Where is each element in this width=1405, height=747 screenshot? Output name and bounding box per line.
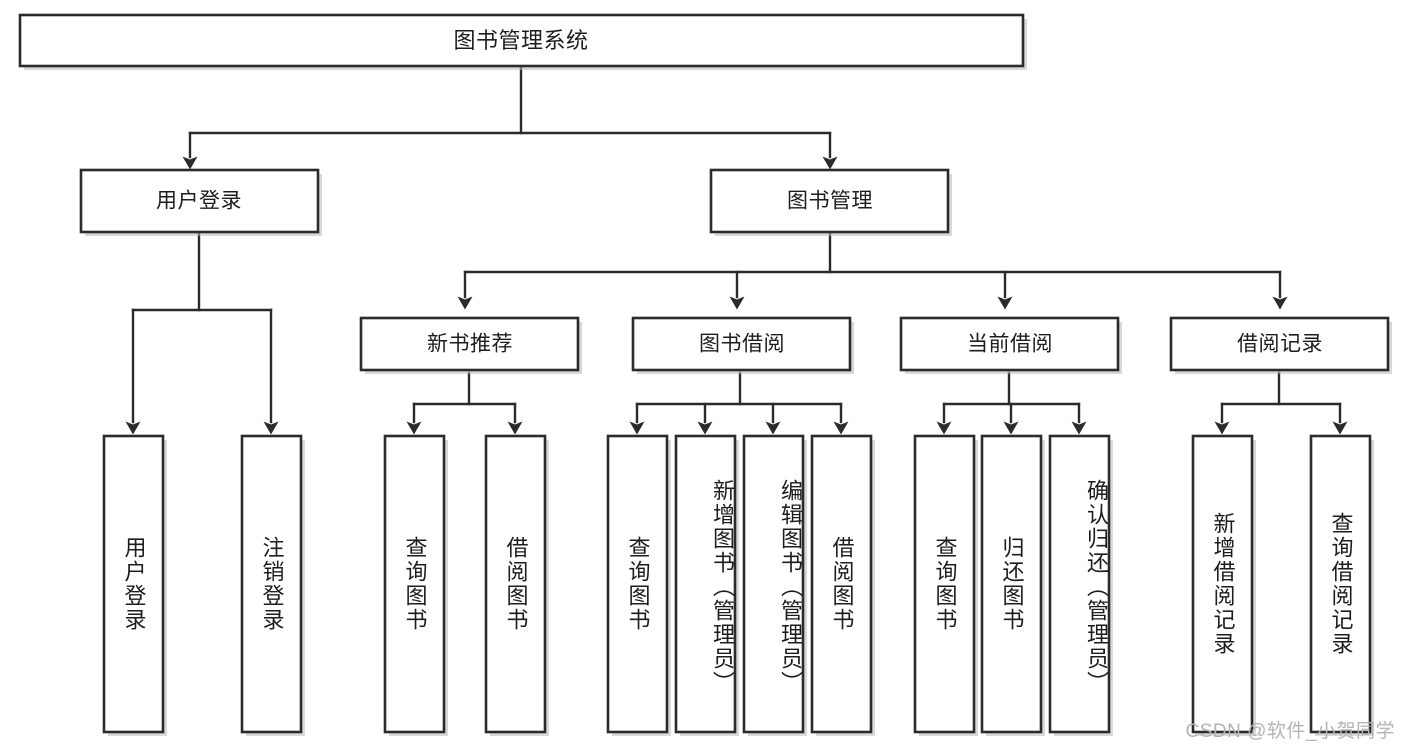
csdn-watermark: CSDN @软件_小贺同学 [1185, 721, 1395, 742]
leaf-user-login[interactable] [102, 434, 167, 736]
node-book-manage[interactable]: 图书管理 [709, 168, 952, 236]
node-new-book-rec[interactable]: 新书推荐 [359, 316, 582, 374]
node-book-manage-label: 图书管理 [787, 190, 873, 213]
leaf-logout-box[interactable] [240, 434, 303, 734]
leaf-query-record[interactable] [1309, 434, 1374, 736]
node-book-borrow[interactable]: 图书借阅 [631, 316, 854, 374]
connector-group-book-manage [457, 232, 1288, 310]
node-user-login-label: 用户登录 [156, 190, 242, 213]
node-borrow-record-label: 借阅记录 [1237, 333, 1323, 356]
node-user-login-box[interactable] [79, 168, 320, 234]
leaf-edit-book-box[interactable] [742, 434, 805, 734]
node-current-borrow-label: 当前借阅 [967, 333, 1053, 356]
leaf-borrow-book-1[interactable] [484, 434, 549, 736]
connector-group-current-borrow [936, 371, 1087, 435]
connector-group-book-borrow [629, 371, 849, 435]
leaf-query-book-2[interactable] [606, 434, 671, 736]
node-user-login[interactable]: 用户登录 [79, 168, 322, 236]
leaf-add-book[interactable] [674, 434, 739, 736]
node-root-label: 图书管理系统 [453, 28, 588, 53]
leaf-add-book-box[interactable] [674, 434, 737, 734]
leaf-query-book-1-box[interactable] [383, 434, 446, 734]
leaf-confirm-return-box[interactable] [1048, 434, 1111, 734]
connector-group-new-book-rec [406, 371, 523, 435]
connector-group-user-login [125, 232, 279, 435]
leaf-add-record[interactable] [1191, 434, 1256, 736]
node-current-borrow-box[interactable] [899, 316, 1120, 372]
leaf-add-record-box[interactable] [1191, 434, 1254, 734]
leaf-borrow-book-1-box[interactable] [484, 434, 547, 734]
node-root[interactable]: 图书管理系统 [18, 13, 1027, 70]
leaf-query-book-2-box[interactable] [606, 434, 669, 734]
leaf-borrow-book-2-box[interactable] [810, 434, 873, 734]
leaf-query-book-3[interactable] [913, 434, 978, 736]
leaf-user-login-box[interactable] [102, 434, 165, 734]
node-book-manage-box[interactable] [709, 168, 950, 234]
leaf-logout[interactable] [240, 434, 305, 736]
leaf-confirm-return[interactable] [1048, 434, 1113, 736]
node-current-borrow[interactable]: 当前借阅 [899, 316, 1122, 374]
node-new-book-rec-box[interactable] [359, 316, 580, 372]
connector-group-root [182, 66, 838, 170]
leaf-borrow-book-2[interactable] [810, 434, 875, 736]
node-borrow-record-box[interactable] [1169, 316, 1390, 372]
node-new-book-rec-label: 新书推荐 [427, 333, 513, 356]
leaf-query-book-1[interactable] [383, 434, 448, 736]
connector-group-borrow-record [1214, 371, 1348, 435]
leaf-return-book[interactable] [980, 434, 1045, 736]
leaf-return-book-box[interactable] [980, 434, 1043, 734]
node-root-box[interactable] [18, 13, 1025, 68]
leaf-query-record-box[interactable] [1309, 434, 1372, 734]
leaf-query-book-3-box[interactable] [913, 434, 976, 734]
node-book-borrow-label: 图书借阅 [699, 333, 785, 356]
node-book-borrow-box[interactable] [631, 316, 852, 372]
leaf-edit-book[interactable] [742, 434, 807, 736]
node-borrow-record[interactable]: 借阅记录 [1169, 316, 1392, 374]
